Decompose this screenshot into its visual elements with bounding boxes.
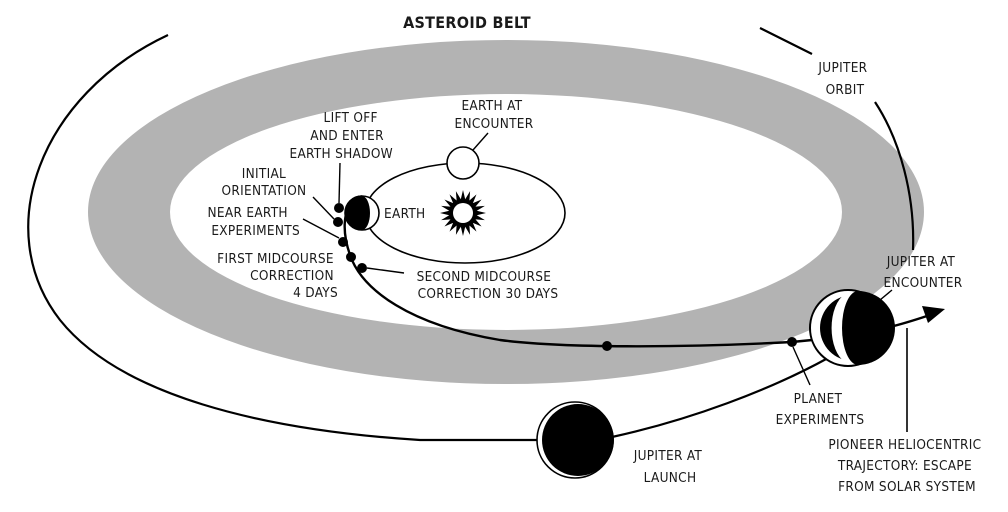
second-midcourse-leader bbox=[366, 267, 405, 274]
jupiter-orbit-arc-bottom-right bbox=[611, 357, 829, 439]
event-markers bbox=[333, 203, 797, 351]
earth-icon bbox=[344, 195, 380, 231]
initial-orientation-label: INITIAL ORIENTATION bbox=[222, 166, 307, 199]
earth-at-encounter-icon bbox=[446, 146, 480, 180]
planet-experiments-leader bbox=[792, 346, 811, 386]
asteroid-belt-title: ASTEROID BELT bbox=[403, 13, 531, 32]
earth-at-encounter-label: EARTH AT ENCOUNTER bbox=[455, 98, 534, 132]
event-dot-midpath bbox=[602, 341, 612, 351]
event-dot-near-earth-experiments bbox=[338, 237, 348, 247]
jupiter-encounter-leader bbox=[879, 289, 893, 301]
earth-label: EARTH bbox=[384, 206, 426, 222]
arrowhead-icon bbox=[922, 306, 945, 323]
lift-off-label: LIFT OFF AND ENTER EARTH SHADOW bbox=[289, 110, 393, 162]
sun-core bbox=[453, 203, 473, 223]
first-midcourse-label: FIRST MIDCOURSE CORRECTION 4 DAYS bbox=[217, 251, 338, 301]
jupiter-at-launch-icon bbox=[536, 401, 614, 479]
pioneer-trajectory-label: PIONEER HELIOCENTRIC TRAJECTORY: ESCAPE … bbox=[828, 437, 985, 495]
jupiter-at-encounter-label: JUPITER AT ENCOUNTER bbox=[884, 254, 963, 291]
jupiter-orbit-arc-left bbox=[27, 34, 540, 442]
planet-experiments-label: PLANET EXPERIMENTS bbox=[776, 391, 865, 428]
event-dot-second-midcourse bbox=[357, 263, 367, 273]
event-dot-planet-experiments bbox=[787, 337, 797, 347]
near-earth-experiments-label: NEAR EARTH EXPERIMENTS bbox=[208, 205, 301, 239]
pioneer-trajectory-path bbox=[343, 199, 813, 348]
sun-icon bbox=[440, 190, 486, 236]
event-dot-lift-off bbox=[334, 203, 344, 213]
near-earth-leader bbox=[302, 218, 340, 239]
initial-orientation-leader bbox=[312, 196, 335, 220]
event-dot-first-midcourse bbox=[346, 252, 356, 262]
lift-off-leader bbox=[338, 162, 341, 204]
second-midcourse-label: SECOND MIDCOURSE CORRECTION 30 DAYS bbox=[417, 269, 559, 302]
jupiter-at-encounter-icon bbox=[809, 289, 895, 367]
earth-at-encounter-leader bbox=[472, 132, 489, 151]
jupiter-orbit-label: JUPITER ORBIT bbox=[817, 60, 871, 98]
jupiter-orbit-arc-right bbox=[759, 27, 915, 251]
event-dot-initial-orientation bbox=[333, 217, 343, 227]
jupiter-at-launch-label: JUPITER AT LAUNCH bbox=[633, 448, 707, 486]
